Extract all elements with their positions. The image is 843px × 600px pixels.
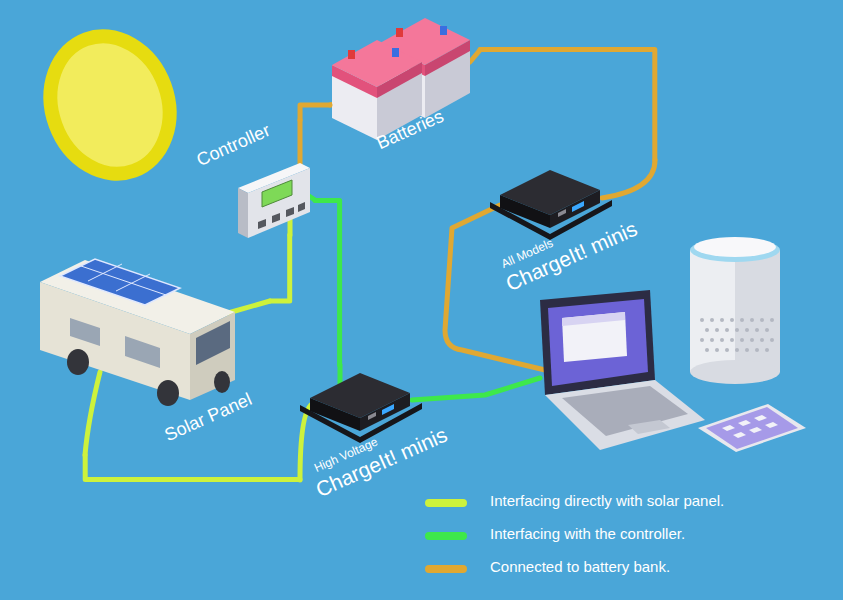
wire-stub xyxy=(298,120,303,165)
legend-text: Interfacing directly with solar panel. xyxy=(490,492,724,510)
wire-stub xyxy=(228,301,270,313)
wire-stub xyxy=(470,50,480,62)
wire-stub xyxy=(338,365,343,384)
device-node: Batteries xyxy=(330,15,480,165)
wire-connector xyxy=(315,201,340,366)
chargeit-mini xyxy=(300,373,422,443)
laptop xyxy=(540,290,705,450)
device-node: High VoltageChargeIt! minis xyxy=(300,365,480,510)
chargeit-mini xyxy=(490,170,612,240)
device-node: Solar Panel xyxy=(30,235,270,455)
wire-connector xyxy=(85,455,300,480)
component-label: Controller xyxy=(194,120,274,171)
sun xyxy=(32,19,189,190)
legend-text: Interfacing with the controller. xyxy=(490,525,685,543)
wire-connector xyxy=(300,105,330,120)
legend-swatch xyxy=(425,532,467,540)
component-label: Solar Panel xyxy=(162,389,255,446)
wire-connector xyxy=(270,235,290,301)
wire-stub xyxy=(602,160,655,198)
wire xyxy=(412,378,540,400)
smart-speaker xyxy=(690,237,780,384)
wire-connector xyxy=(480,50,655,161)
device-node: All ModelsChargeIt! minis xyxy=(480,160,670,310)
charge-controller xyxy=(238,163,310,238)
component-label: Batteries xyxy=(374,106,447,154)
rv-solar-panel xyxy=(40,259,235,406)
smartphone xyxy=(698,404,806,452)
legend-swatch xyxy=(425,499,467,507)
wire-stub xyxy=(85,372,100,455)
legend-text: Connected to battery bank. xyxy=(490,558,670,576)
legend-swatch xyxy=(425,565,467,573)
device-node: Controller xyxy=(200,120,315,235)
